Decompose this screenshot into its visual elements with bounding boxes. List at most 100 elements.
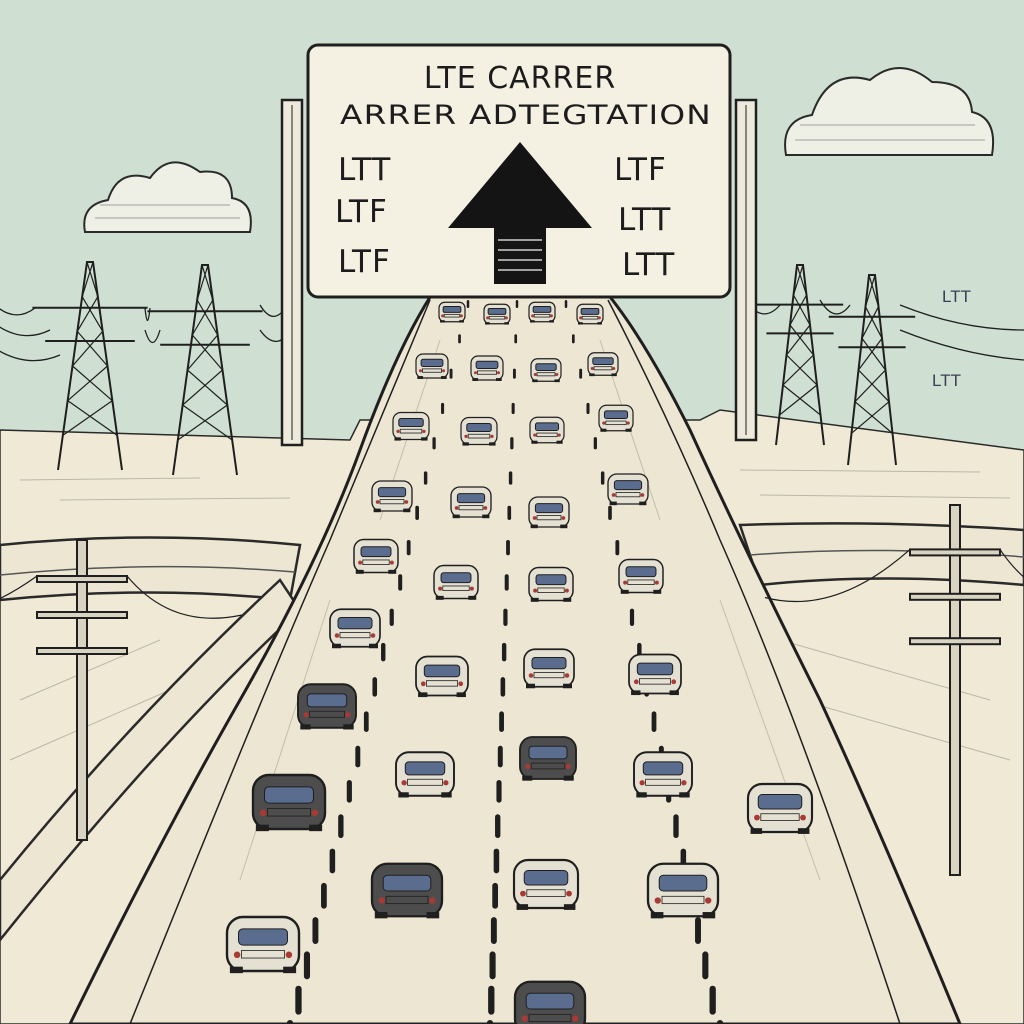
car-icon: [633, 751, 693, 798]
sign-subtitle: ARRER ADTEGTATION: [340, 100, 712, 131]
lane-dash: [510, 437, 514, 450]
sign-post-right: [734, 98, 758, 442]
car-icon: [530, 358, 562, 383]
lane-dash: [497, 745, 503, 768]
car-icon: [395, 751, 455, 798]
lane-dash: [493, 848, 500, 874]
lane-dash: [466, 300, 470, 308]
utility-pole: [0, 539, 243, 841]
up-arrow-icon: [448, 142, 592, 284]
lane-dash: [593, 437, 597, 450]
sign-label-right-2: LTT: [618, 202, 671, 238]
car-icon: [329, 608, 381, 649]
lane-dash: [506, 540, 510, 556]
lane-dash: [490, 917, 497, 944]
lane-dash: [709, 985, 716, 1015]
lane-dash: [503, 608, 508, 626]
lane-dash: [303, 951, 311, 980]
lane-dash: [286, 1020, 294, 1024]
lane-dash: [512, 368, 516, 379]
lane-dash: [321, 882, 327, 909]
lane-dash: [702, 951, 709, 980]
power-tower-icon: [147, 264, 263, 476]
car-icon: [415, 353, 449, 379]
car-icon: [433, 564, 479, 600]
side-label-1: LTT: [942, 287, 971, 306]
lane-dash: [295, 985, 302, 1015]
lane-dash: [423, 471, 428, 485]
lane-dash: [338, 814, 344, 838]
car-icon: [371, 480, 413, 513]
lane-dash: [329, 848, 336, 874]
lane-dash: [458, 334, 461, 344]
lane-dash: [504, 574, 509, 591]
car-icon: [297, 683, 357, 730]
sign-label-left-3: LTF: [338, 244, 391, 280]
car-icon: [415, 655, 469, 698]
lane-dash: [492, 882, 499, 909]
car-icon: [519, 736, 577, 781]
car-icon: [529, 416, 565, 444]
lane-dash: [495, 814, 501, 838]
lane-dash: [432, 437, 436, 450]
lane-dash: [346, 780, 352, 803]
sign-post-left: [280, 98, 304, 447]
side-label-2: LTT: [932, 371, 961, 390]
car-icon: [392, 411, 430, 441]
lane-dash: [579, 368, 583, 379]
car-icon: [470, 355, 504, 381]
cloud-icon: [784, 67, 994, 156]
lane-dash: [615, 540, 620, 556]
lane-dash: [389, 608, 394, 626]
car-icon: [598, 404, 634, 432]
car-icon: [370, 862, 444, 919]
car-icon: [450, 486, 492, 519]
car-icon: [746, 782, 814, 834]
lane-dash: [695, 917, 701, 944]
lane-dash: [571, 334, 575, 344]
lane-dash: [511, 402, 515, 414]
lane-dash: [716, 1020, 724, 1024]
lane-dash: [608, 505, 612, 520]
lane-dash: [372, 677, 378, 697]
lane-dash: [586, 402, 590, 414]
car-icon: [618, 558, 664, 594]
lane-dash: [496, 780, 502, 803]
car-icon: [460, 416, 498, 446]
power-tower-icon: [756, 264, 844, 446]
lane-dash: [415, 505, 419, 520]
car-icon: [528, 301, 556, 323]
power-wires: [0, 299, 1024, 362]
lane-dash: [600, 471, 605, 485]
car-icon: [523, 648, 575, 689]
lane-dash: [441, 402, 445, 414]
lane-dash: [629, 608, 635, 626]
lane-dash: [449, 368, 453, 379]
car-icon: [512, 858, 580, 910]
lane-dash: [514, 334, 518, 344]
car-icon: [225, 915, 301, 974]
highway-sign: LTE CARRER ARRER ADTEGTATION LTT LTF LTF…: [306, 43, 732, 299]
car-icon: [251, 773, 327, 832]
lane-dash: [486, 1020, 494, 1024]
lane-dash: [489, 951, 496, 980]
lane-dash: [564, 300, 568, 308]
traffic: [225, 301, 814, 1024]
car-icon: [587, 352, 619, 377]
car-icon: [483, 303, 511, 325]
lane-dash: [515, 300, 519, 308]
lane-dash: [488, 985, 495, 1015]
lane-dash: [363, 711, 369, 732]
lane-dash: [500, 677, 506, 697]
lane-dash: [312, 917, 319, 944]
car-icon: [607, 473, 649, 506]
lane-dash: [381, 642, 386, 662]
lane-dash: [651, 711, 657, 732]
car-icon: [528, 566, 574, 602]
lane-dash: [501, 642, 507, 662]
power-tower-icon: [32, 261, 148, 471]
lane-dash: [398, 574, 403, 591]
lane-dash: [673, 814, 679, 838]
lane-dash: [406, 540, 411, 556]
